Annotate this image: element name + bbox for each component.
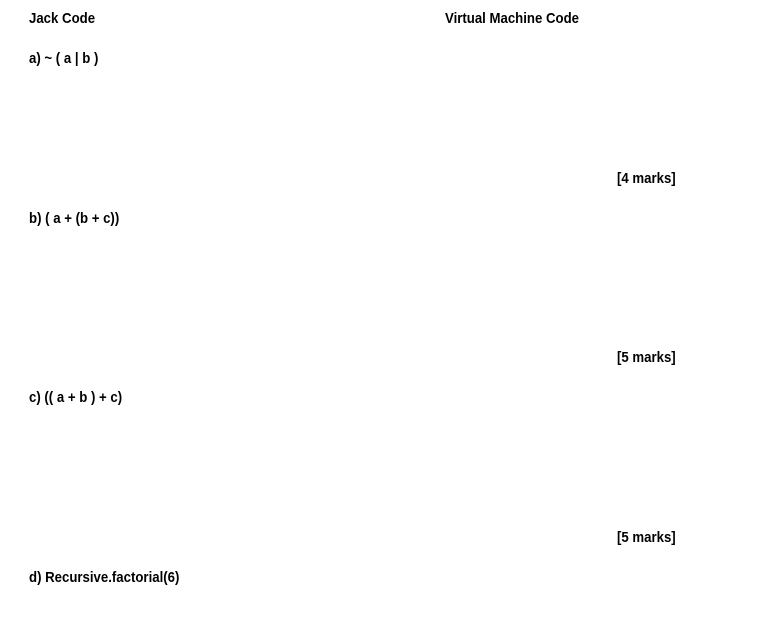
vm-code-heading: Virtual Machine Code xyxy=(445,10,579,27)
question-b-marks: [5 marks] xyxy=(617,349,676,366)
question-c-expression: c) (( a + b ) + c) xyxy=(29,389,123,406)
jack-code-heading: Jack Code xyxy=(29,10,96,27)
question-c-marks: [5 marks] xyxy=(617,529,676,546)
question-a-marks: [4 marks] xyxy=(617,170,676,187)
question-d-expression: d) Recursive.factorial(6) xyxy=(29,569,180,586)
question-b-expression: b) ( a + (b + c)) xyxy=(29,210,120,227)
question-a-expression: a) ~ ( a | b ) xyxy=(29,50,99,67)
